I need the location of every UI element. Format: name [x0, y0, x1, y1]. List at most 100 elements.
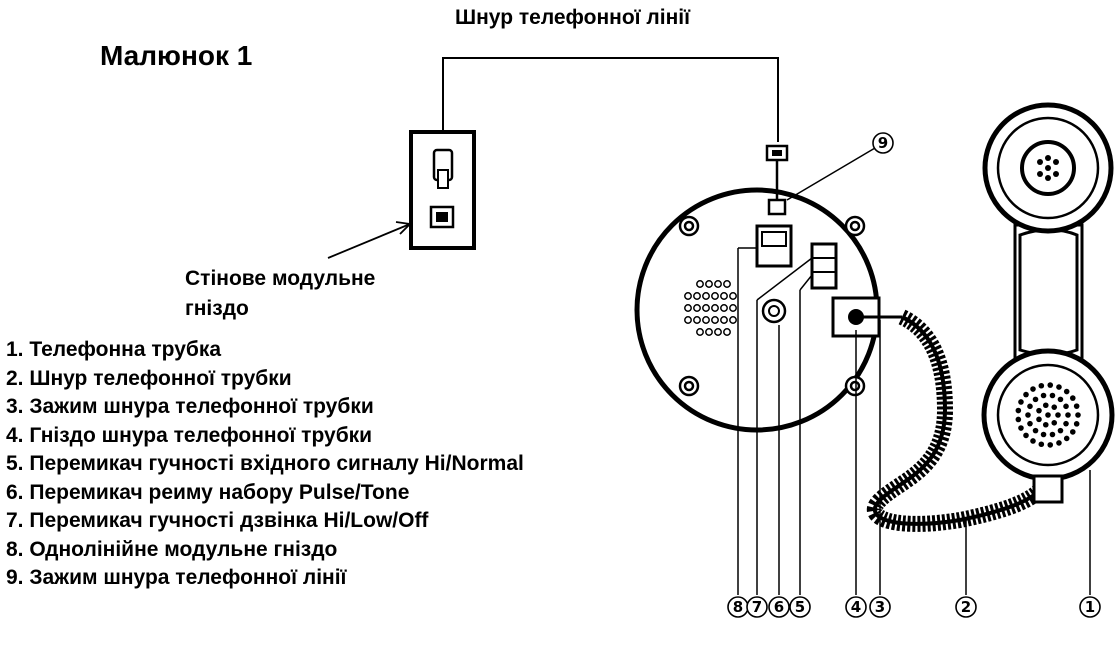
grille-hole — [684, 316, 692, 324]
callout-circle — [746, 596, 768, 618]
callout-circle — [789, 596, 811, 618]
wall-jack-label: Стінове модульне гніздо — [185, 267, 376, 320]
speaker-grille — [684, 280, 737, 336]
callout-number: 9 — [878, 134, 888, 152]
mouthpiece-hole — [1051, 420, 1058, 426]
mouthpiece-hole — [1032, 427, 1039, 434]
mouthpiece-hole — [1075, 412, 1081, 418]
mouthpiece-hole — [1063, 403, 1069, 410]
mouthpiece-hole — [1040, 431, 1047, 438]
grille-hole — [684, 292, 692, 300]
grille-hole — [702, 316, 710, 324]
mouthpiece-hole — [1047, 442, 1054, 448]
grille-hole — [702, 292, 710, 300]
callout-circle — [872, 132, 894, 154]
grille-hole — [711, 292, 719, 300]
figure-title: Малюнок 1 — [100, 40, 253, 71]
mouthpiece-hole — [1065, 412, 1071, 418]
callout-number: 3 — [875, 598, 885, 616]
mouthpiece-hole — [1049, 392, 1056, 399]
line-cord — [442, 57, 779, 142]
callout-number: 7 — [752, 598, 762, 616]
grille-hole — [693, 304, 701, 312]
callout-number: 2 — [961, 598, 971, 616]
mouthpiece-hole — [1015, 407, 1022, 414]
parts-legend: 1. Телефонна трубка 2. Шнур телефонної т… — [6, 336, 524, 593]
grille-hole — [711, 304, 719, 312]
legend-item: 8. Однолінійне модульне гніздо — [6, 537, 338, 561]
mouthpiece-hole — [1069, 429, 1076, 435]
mouthpiece-hole — [1032, 396, 1039, 403]
wall-jack — [409, 130, 476, 250]
legend-item: 5. Перемикач гучності вхідного сигналу H… — [6, 452, 524, 475]
mouthpiece-hole — [1069, 395, 1076, 401]
line-cord-label: Шнур телефонної лінії — [455, 6, 691, 29]
grille-hole — [711, 316, 719, 324]
handset-cord — [866, 309, 1046, 532]
mouthpiece-hole — [1023, 391, 1029, 398]
grille-hole — [684, 304, 692, 312]
mouthpiece-hole — [1047, 382, 1054, 388]
mouthpiece-hole — [1018, 399, 1024, 405]
callout-circle — [768, 596, 790, 618]
mouthpiece-hole — [1056, 440, 1062, 446]
callout-number: 5 — [795, 598, 805, 616]
mouthpiece-hole — [1073, 403, 1080, 409]
legend-item: 2. Шнур телефонної трубки — [6, 366, 292, 390]
grille-hole — [729, 304, 737, 312]
callout-number: 6 — [774, 598, 784, 616]
mouthpiece-hole — [1027, 403, 1033, 410]
mouthpiece-hole — [1040, 392, 1047, 399]
mouthpiece-hole — [1030, 386, 1036, 392]
grille-hole — [714, 280, 722, 288]
callout-number: 8 — [733, 598, 743, 616]
mouthpiece-hole — [1063, 435, 1070, 442]
legend-item: 1. Телефонна трубка — [6, 338, 222, 361]
grille-hole — [720, 292, 728, 300]
callout-circle — [845, 596, 867, 618]
grille-hole — [714, 328, 722, 336]
mouthpiece-hole — [1038, 382, 1045, 389]
phone-base — [634, 144, 1091, 595]
legend-item: 7. Перемикач гучності дзвінка Hi/Low/Off — [6, 509, 429, 532]
mouthpiece-holes — [1015, 382, 1081, 448]
mouthpiece-hole — [1038, 441, 1045, 448]
grille-hole — [702, 304, 710, 312]
legend-item: 6. Перемикач реиму набору Pulse/Tone — [6, 480, 410, 504]
mouthpiece-hole — [1027, 420, 1033, 427]
mouthpiece-hole — [1057, 396, 1064, 403]
mouthpiece-hole — [1055, 412, 1061, 418]
mouthpiece-hole — [1015, 416, 1022, 423]
mouthpiece-hole — [1051, 404, 1058, 410]
mouthpiece-hole — [1057, 427, 1064, 434]
mouthpiece-hole — [1073, 421, 1080, 427]
mouthpiece-hole — [1063, 388, 1070, 395]
callout-circle — [955, 596, 977, 618]
mouthpiece-hole — [1030, 438, 1036, 444]
mouthpiece-hole — [1063, 420, 1069, 427]
grille-hole — [705, 328, 713, 336]
mouthpiece-hole — [1023, 432, 1029, 439]
grille-hole — [720, 316, 728, 324]
mouthpiece-hole — [1049, 431, 1056, 438]
mouthpiece-hole — [1056, 384, 1062, 390]
callout-number: 1 — [1085, 598, 1095, 616]
grille-hole — [729, 316, 737, 324]
callout-circle — [869, 596, 891, 618]
grille-hole — [693, 292, 701, 300]
grille-hole — [705, 280, 713, 288]
callout-number: 4 — [851, 598, 861, 616]
grille-hole — [720, 304, 728, 312]
handset — [981, 102, 1115, 504]
legend-item: 4. Гніздо шнура телефонної трубки — [6, 423, 373, 447]
mouthpiece-hole — [1045, 412, 1051, 418]
grille-hole — [696, 328, 704, 336]
wall-jack-arrow — [327, 221, 412, 259]
grille-hole — [723, 280, 731, 288]
legend-item: 9. Зажим шнура телефонної лінії — [6, 566, 347, 589]
grille-hole — [723, 328, 731, 336]
grille-hole — [693, 316, 701, 324]
mouthpiece-hole — [1042, 421, 1049, 428]
